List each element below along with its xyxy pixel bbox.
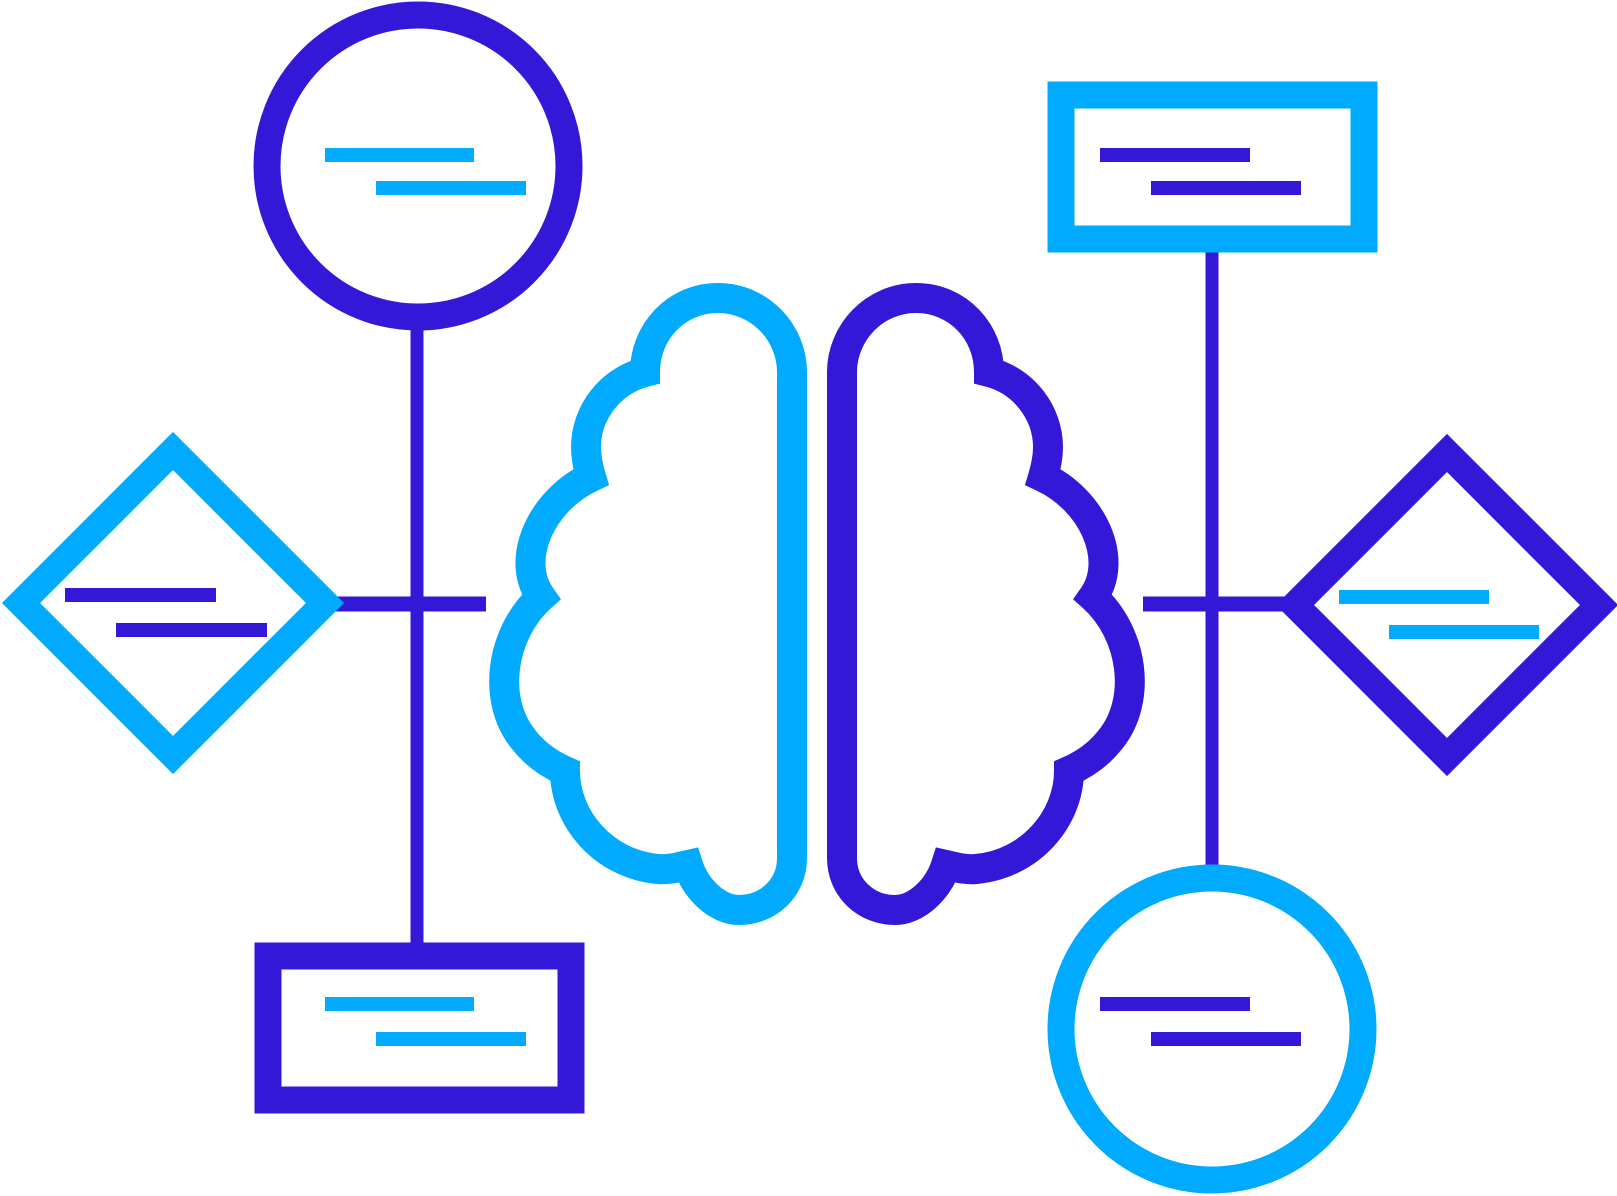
right-middle-diamond-node[interactable] (1275, 433, 1617, 777)
brain-left-hemisphere (489, 282, 807, 926)
right-branch (1047, 81, 1617, 1194)
left-branch (1, 1, 585, 1114)
rectangle-outline (254, 942, 585, 1114)
right-bottom-circle-node[interactable] (1047, 864, 1377, 1194)
brain-icon (489, 282, 1145, 926)
diamond-outline (1, 431, 345, 775)
circle-outline (253, 1, 583, 331)
left-top-circle-node[interactable] (253, 1, 583, 331)
brain-right-hemisphere (827, 282, 1145, 926)
right-top-rectangle-node[interactable] (1047, 81, 1378, 253)
left-bottom-rectangle-node[interactable] (254, 942, 585, 1114)
circle-outline (1047, 864, 1377, 1194)
left-middle-diamond-node[interactable] (1, 431, 345, 775)
rectangle-outline (1047, 81, 1378, 253)
diamond-outline (1275, 433, 1617, 777)
